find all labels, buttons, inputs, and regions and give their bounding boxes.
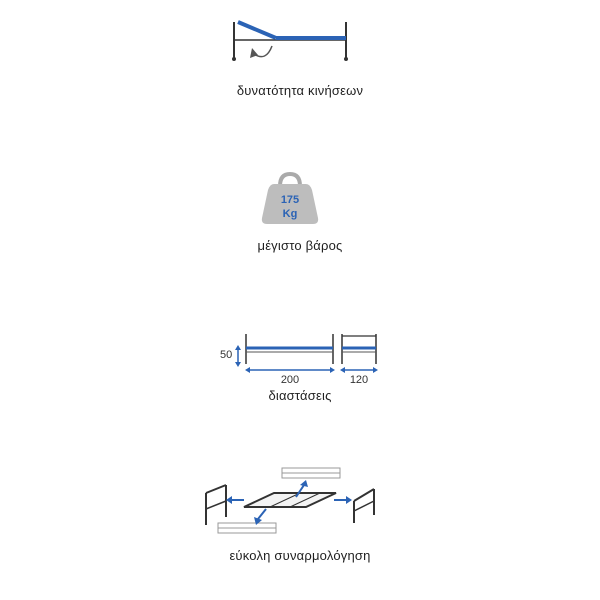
caption-max-weight: μέγιστο βάρος	[257, 238, 343, 253]
weight-unit: Kg	[283, 208, 298, 220]
assembly-icon	[205, 467, 375, 534]
dimensions-icon: 50 200 120	[220, 334, 378, 386]
caption-adjustable: δυνατότητα κινήσεων	[236, 83, 364, 98]
dimension-width: 120	[350, 374, 368, 386]
feature-assembly: εύκολη συναρμολόγηση	[0, 465, 600, 575]
feature-max-weight: 175 Kg μέγιστο βάρος	[0, 170, 600, 270]
dimension-height: 50	[220, 349, 232, 361]
caption-dimensions: διαστάσεις	[268, 388, 332, 403]
weight-icon: 175 Kg	[261, 172, 319, 224]
feature-adjustable: δυνατότητα κινήσεων	[0, 0, 600, 110]
weight-value: 175	[281, 194, 299, 206]
dimension-length: 200	[281, 374, 299, 386]
adjustable-bed-icon	[232, 20, 348, 61]
caption-assembly: εύκολη συναρμολόγηση	[229, 548, 371, 563]
feature-dimensions: 50 200 120 διαστάσεις	[0, 325, 600, 410]
